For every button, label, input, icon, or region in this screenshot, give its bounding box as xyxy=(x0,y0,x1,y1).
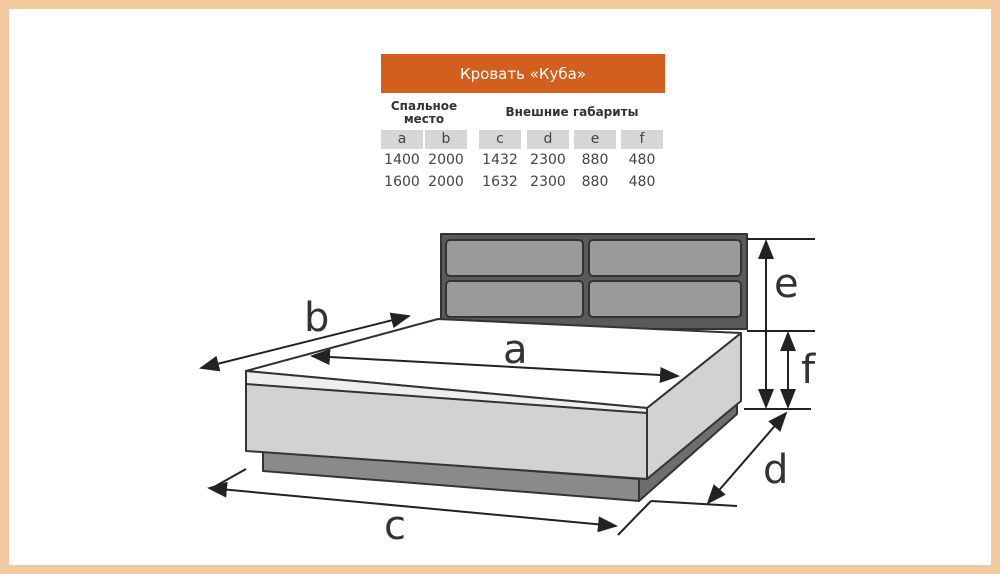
label-b: b xyxy=(304,295,329,341)
table-cell: 2000 xyxy=(428,174,464,190)
group-sleeping: Спальное место xyxy=(390,99,458,126)
label-f: f xyxy=(801,347,816,393)
table-cell: 880 xyxy=(581,174,609,190)
column-header-b: b xyxy=(425,130,467,149)
label-e: e xyxy=(774,261,799,307)
headboard-panel xyxy=(445,239,584,277)
column-header-c: c xyxy=(479,130,521,149)
table-cell: 1632 xyxy=(482,174,518,190)
bed-diagram: b a c d e f xyxy=(199,233,816,549)
label-a: a xyxy=(503,327,528,373)
table-cell: 880 xyxy=(581,152,609,168)
product-title: Кровать «Куба» xyxy=(381,54,665,93)
table-cell: 480 xyxy=(628,152,656,168)
table-cell: 1600 xyxy=(384,174,420,190)
table-cell: 1432 xyxy=(482,152,518,168)
table-cell: 1400 xyxy=(384,152,420,168)
column-header-d: d xyxy=(527,130,569,149)
headboard-panel xyxy=(588,280,742,318)
table-cell: 2300 xyxy=(530,152,566,168)
label-c: c xyxy=(384,503,406,549)
table-cell: 2000 xyxy=(428,152,464,168)
dimension-lines xyxy=(199,238,815,536)
label-d: d xyxy=(763,447,788,493)
table-cell: 480 xyxy=(628,174,656,190)
headboard-panel xyxy=(588,239,742,277)
group-outer: Внешние габариты xyxy=(505,105,639,119)
table-cell: 2300 xyxy=(530,174,566,190)
column-header-a: a xyxy=(381,130,423,149)
column-header-e: e xyxy=(574,130,616,149)
headboard-panel xyxy=(445,280,584,318)
column-header-f: f xyxy=(621,130,663,149)
